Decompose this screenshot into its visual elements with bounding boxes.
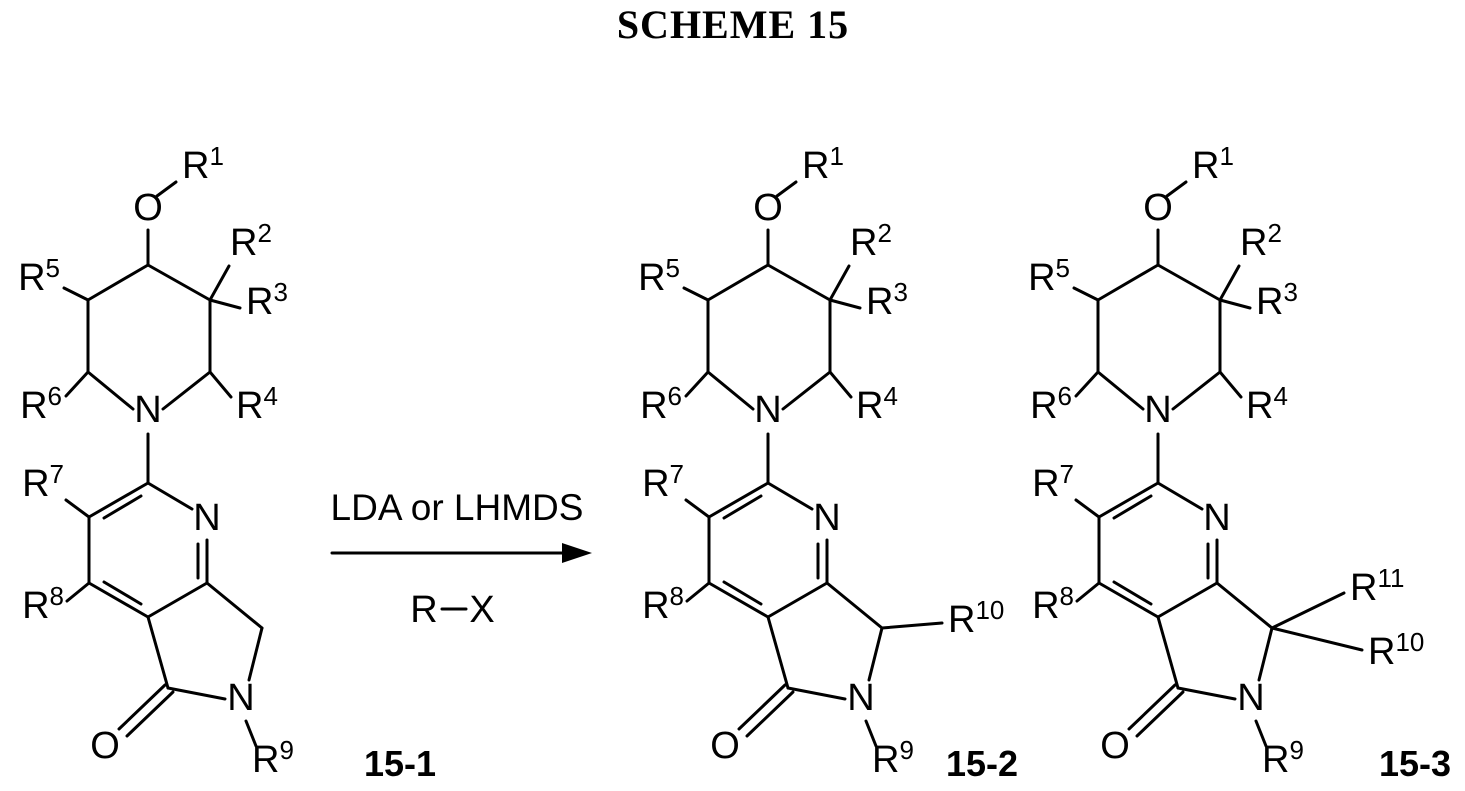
structure-15-1: R1 O R5 R2 R3 R6 R4 N R7 N R8 O N R9 15-… (18, 141, 436, 784)
substituent-label-r3: R3 (246, 277, 288, 323)
atom-label-carbonyl-oxygen: O (90, 725, 120, 767)
substituent-label-r1: R1 (802, 141, 844, 187)
substituent-label-r2: R2 (230, 218, 272, 264)
compound-number-15-3: 15-3 (1379, 743, 1451, 784)
atom-label-piperidine-nitrogen: N (134, 389, 161, 431)
structure-15-3: R1 O R5 R2 R3 R6 R4 N R7 N R8 R11 R10 O … (1028, 141, 1451, 784)
substituent-label-r5: R5 (1028, 253, 1070, 299)
atom-label-ether-oxygen: O (753, 187, 783, 229)
substituent-label-r9: R9 (252, 735, 294, 781)
substituent-label-r6: R6 (1030, 381, 1072, 427)
substituent-label-r10: R10 (948, 595, 1004, 641)
substituent-label-r7: R7 (642, 459, 684, 505)
atom-label-lactam-nitrogen: N (227, 677, 254, 719)
scheme-title: SCHEME 15 (617, 2, 849, 47)
bond-skeleton (62, 180, 264, 748)
substituent-label-r8: R8 (642, 581, 684, 627)
bond-to-r11 (1270, 591, 1346, 630)
atom-label-pyridine-nitrogen: N (1203, 497, 1230, 539)
substituent-label-r1: R1 (1192, 141, 1234, 187)
atom-label-carbonyl-oxygen: O (710, 725, 740, 767)
substituent-label-r2: R2 (1240, 218, 1282, 264)
atom-label-lactam-nitrogen: N (847, 677, 874, 719)
substituent-label-r4: R4 (236, 381, 278, 427)
substituent-label-r4: R4 (856, 381, 898, 427)
bond-skeleton (1072, 180, 1274, 748)
substituent-label-r3: R3 (1256, 277, 1298, 323)
substituent-label-r7: R7 (22, 459, 64, 505)
substituent-label-r5: R5 (18, 253, 60, 299)
compound-number-15-1: 15-1 (364, 743, 436, 784)
substituent-label-r8: R8 (1032, 581, 1074, 627)
atom-label-piperidine-nitrogen: N (1144, 389, 1171, 431)
substituent-label-r5: R5 (638, 253, 680, 299)
substituent-label-r11: R11 (1350, 563, 1404, 609)
substituent-label-r4: R4 (1246, 381, 1288, 427)
substituent-label-r9: R9 (872, 735, 914, 781)
atom-label-ether-oxygen: O (133, 187, 163, 229)
substituent-label-r6: R6 (640, 381, 682, 427)
reaction-conditions: LDA or LHMDS R X (330, 487, 592, 631)
bond-skeleton (682, 180, 884, 748)
substituent-label-r6: R6 (20, 381, 62, 427)
atom-label-lactam-nitrogen: N (1237, 677, 1264, 719)
substituent-label-r3: R3 (866, 277, 908, 323)
atom-label-pyridine-nitrogen: N (193, 497, 220, 539)
atom-label-ether-oxygen: O (1143, 187, 1173, 229)
bond-to-r10 (1270, 626, 1364, 652)
atom-label-piperidine-nitrogen: N (754, 389, 781, 431)
reaction-arrowhead (562, 543, 592, 563)
atom-label-carbonyl-oxygen: O (1100, 725, 1130, 767)
conditions-text: LDA or LHMDS (331, 487, 584, 528)
substituent-label-r7: R7 (1032, 459, 1074, 505)
substituent-label-r9: R9 (1262, 735, 1304, 781)
structure-15-2: R1 O R5 R2 R3 R6 R4 N R7 N R8 R10 O N R9… (638, 141, 1018, 784)
substituent-label-r1: R1 (182, 141, 224, 187)
reagent-x-label: X (469, 589, 494, 631)
reagent-r-label: R (410, 589, 437, 631)
compound-number-15-2: 15-2 (946, 743, 1018, 784)
atom-label-pyridine-nitrogen: N (813, 497, 840, 539)
substituent-label-r2: R2 (850, 218, 892, 264)
bond-to-r10 (880, 621, 944, 630)
substituent-label-r8: R8 (22, 581, 64, 627)
substituent-label-r10: R10 (1368, 627, 1424, 673)
